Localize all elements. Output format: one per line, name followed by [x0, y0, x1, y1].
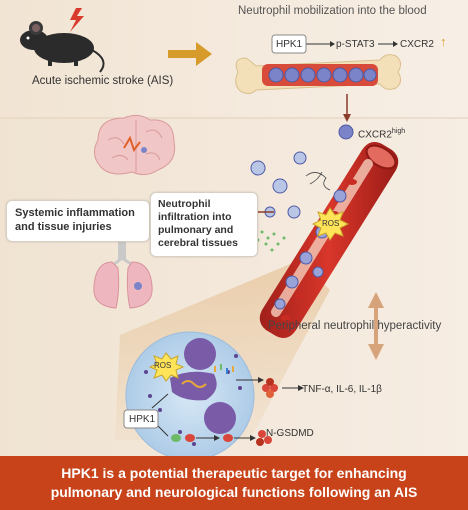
cxcr2-neutrophil-icon: [338, 124, 354, 140]
arrowhead-down: [343, 114, 351, 122]
conclusion-banner: HPK1 is a potential therapeutic target f…: [0, 456, 468, 510]
pathway-arrowhead-2: [393, 41, 398, 47]
cytokines-label: TNF-α, IL-6, IL-1β: [302, 384, 382, 395]
cell-ros-burst: [148, 352, 185, 382]
pathway-arrowhead-1: [330, 41, 335, 47]
cytokine-particles: [262, 378, 278, 398]
vessel-neutrophils: [274, 189, 347, 310]
systemic-inflammation-box: Systemic inflammation and tissue injurie…: [6, 200, 150, 242]
mobilization-title: Neutrophil mobilization into the blood: [238, 5, 427, 17]
lungs-icon: [93, 232, 153, 309]
peripheral-hyperactivity-label: Peripheral neutrophil hyperactivity: [268, 320, 442, 332]
nucleus-lobes: [170, 338, 236, 434]
arrowhead-cyto-out: [298, 385, 304, 391]
net-traps: [305, 171, 331, 191]
arrow-to-bone: [168, 42, 212, 66]
hpk1-label: HPK1: [276, 39, 303, 50]
arrowhead-cyto: [258, 377, 264, 383]
cell-hpk1-label: HPK1: [129, 414, 156, 425]
cxcr2-label: CXCR2: [400, 39, 434, 50]
dna-strand: [181, 380, 207, 388]
marrow-neutrophils: [268, 67, 377, 83]
cxcr2-high-label: CXCR2high: [358, 128, 406, 141]
ngsdmd-label: N-GSDMD: [266, 428, 314, 439]
lightning-icon: [70, 8, 84, 32]
mouse-icon: [20, 21, 105, 73]
brain-icon: [94, 114, 176, 176]
upregulation-arrow-icon: ↑: [440, 34, 447, 49]
hpk1-cell-box: [123, 409, 159, 429]
cell-ros-label: ROS: [154, 361, 172, 370]
pstat3-label: p-STAT3: [336, 39, 375, 50]
hpk1-to-nucleus: [151, 393, 169, 409]
vessel-ros-burst: [311, 207, 350, 241]
gsdmd-pathway: [171, 430, 272, 446]
vessel-ros-label: ROS: [322, 219, 340, 228]
banner-line-1: HPK1 is a potential therapeutic target f…: [61, 465, 407, 481]
double-arrow: [368, 292, 384, 360]
vesicle-dots: [214, 364, 234, 374]
banner-line-2: pulmonary and neurological functions fol…: [50, 484, 418, 500]
ais-label: Acute ischemic stroke (AIS): [32, 75, 174, 87]
hpk1-pathway-box: [271, 34, 307, 54]
infiltration-box: Neutrophil infiltration into pulmonary a…: [150, 192, 258, 257]
